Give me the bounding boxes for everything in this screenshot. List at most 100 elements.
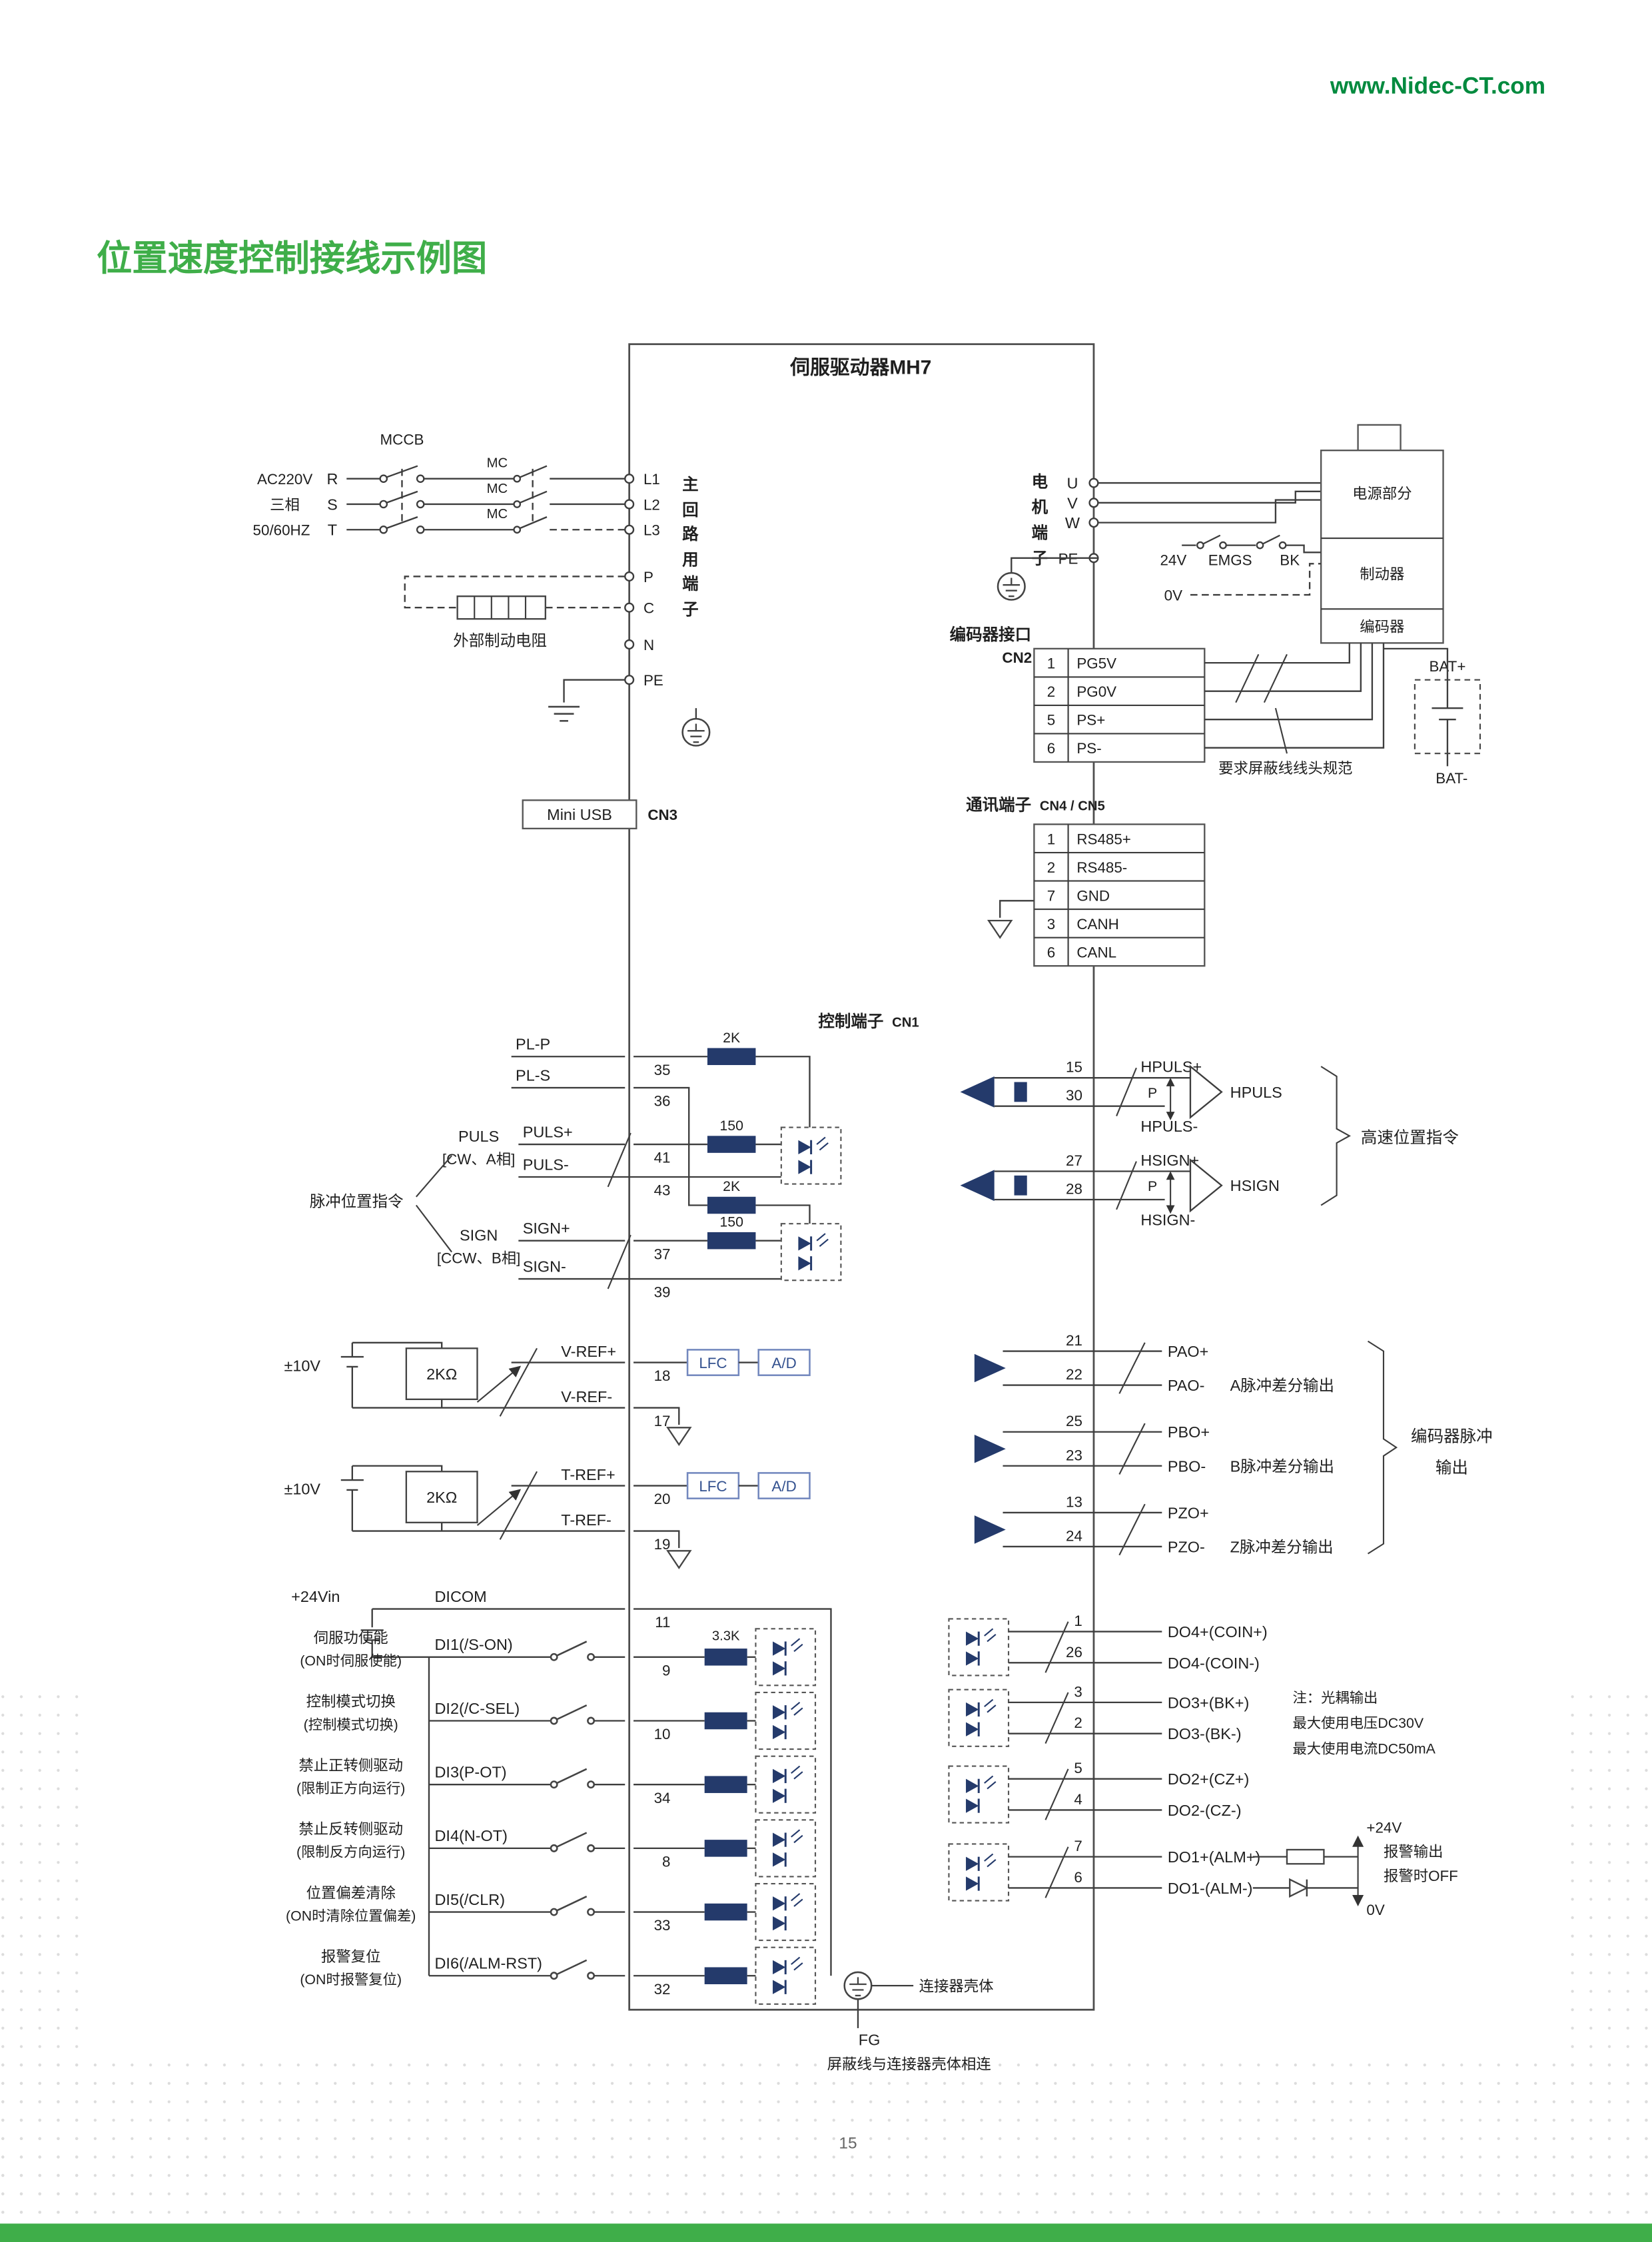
svg-text:23: 23 (1066, 1447, 1082, 1463)
digital-input-section: +24Vin DICOM 11 3.3K 伺服功使能 (ON时伺服使能) DI1… (286, 1588, 832, 2006)
svg-text:DI1(/S-ON): DI1(/S-ON) (435, 1636, 513, 1653)
terminal-l1: L1 (643, 471, 660, 488)
svg-text:端: 端 (682, 575, 699, 593)
braking-resistor-label: 外部制动电阻 (453, 632, 547, 649)
svg-text:PS-: PS- (1076, 740, 1101, 757)
svg-text:机: 机 (1032, 498, 1048, 517)
page-number: 15 (839, 2135, 857, 2153)
di2-switch-icon (550, 1704, 596, 1725)
svg-text:3: 3 (1047, 916, 1055, 933)
di-row-1: 伺服功使能 (ON时伺服使能) DI1(/S-ON) 9 (300, 1627, 817, 1686)
di-row-2: 控制模式切换 (控制模式切换) DI2(/C-SEL) 10 (304, 1691, 817, 1750)
hpuls-minus-label: HPULS- (1140, 1118, 1198, 1135)
svg-text:控制模式切换: 控制模式切换 (306, 1693, 396, 1710)
svg-text:5: 5 (1074, 1760, 1082, 1776)
di3-switch-icon (550, 1768, 596, 1789)
v-ref-plus-pin: 18 (654, 1367, 671, 1384)
svg-text:3: 3 (1074, 1683, 1082, 1700)
svg-text:DO1-(ALM-): DO1-(ALM-) (1168, 1880, 1253, 1897)
motor-v: V (1067, 494, 1078, 512)
r150-top-label: 150 (719, 1118, 743, 1134)
do1-optocoupler-icon (947, 1843, 1010, 1902)
v-ref-minus-pin: 17 (654, 1413, 671, 1429)
r2k-top-label: 2K (723, 1030, 740, 1046)
puls-group-sub: [CW、A相] (442, 1151, 515, 1168)
svg-text:A脉冲差分输出: A脉冲差分输出 (1230, 1377, 1334, 1394)
svg-text:位置偏差清除: 位置偏差清除 (306, 1884, 396, 1901)
svg-text:路: 路 (682, 525, 699, 544)
braking-resistor-symbol (456, 595, 547, 620)
svg-text:9: 9 (662, 1662, 670, 1679)
svg-text:PS+: PS+ (1076, 712, 1105, 729)
t-ref-plus-label: T-REF+ (561, 1466, 615, 1483)
di3-optocoupler-icon (754, 1755, 817, 1814)
svg-text:B脉冲差分输出: B脉冲差分输出 (1230, 1457, 1334, 1475)
hpuls-minus-pin: 30 (1066, 1087, 1082, 1104)
sign-minus-pin: 39 (654, 1284, 671, 1301)
svg-text:DI2(/C-SEL): DI2(/C-SEL) (435, 1700, 520, 1717)
hsign-p-label: P (1148, 1178, 1157, 1194)
v-src-label: ±10V (284, 1357, 320, 1374)
di-supply-label: +24Vin (291, 1588, 340, 1605)
hsign-minus-pin: 28 (1066, 1181, 1082, 1198)
svg-text:DI5(/CLR): DI5(/CLR) (435, 1891, 505, 1908)
svg-text:21: 21 (1066, 1332, 1082, 1349)
analog-input-v-ref: ±10V 2KΩ V-REF+ 18 LFC A/D V-REF- 17 (284, 1341, 811, 1446)
terminal-c: C (643, 600, 654, 617)
svg-text:(ON时伺服使能): (ON时伺服使能) (300, 1653, 402, 1669)
sign-minus-label: SIGN- (523, 1258, 566, 1275)
enc-out-group-label-2: 输出 (1436, 1458, 1468, 1477)
mini-usb-port: Mini USB CN3 (522, 799, 677, 830)
svg-text:DO4+(COIN+): DO4+(COIN+) (1168, 1623, 1268, 1641)
svg-text:PG5V: PG5V (1076, 655, 1116, 672)
fg-label: FG (859, 2031, 881, 2048)
motor-power-section: 电源部分 (1352, 486, 1412, 502)
di1-switch-icon (550, 1641, 596, 1661)
comm-title: 通讯端子 (966, 795, 1031, 814)
svg-text:DO4-(COIN-): DO4-(COIN-) (1168, 1655, 1260, 1672)
do-note-2: 最大使用电压DC30V (1292, 1715, 1424, 1731)
svg-text:禁止反转侧驱动: 禁止反转侧驱动 (298, 1821, 403, 1838)
t-ref-minus-label: T-REF- (561, 1511, 612, 1529)
mains-input-section: MCCB AC220V 三相 50/60HZ R S T MC MC MC L1… (253, 432, 711, 747)
di4-optocoupler-icon (754, 1818, 817, 1878)
svg-text:(ON时清除位置偏差): (ON时清除位置偏差) (286, 1908, 416, 1924)
svg-text:回: 回 (682, 502, 699, 520)
encoder-output-section: 21 PAO+ 22 PAO- A脉冲差分输出 25 PBO+ 23 PBO- … (974, 1332, 1493, 1556)
mccb-label: MCCB (380, 432, 424, 448)
cn1-title: 控制端子 (818, 1012, 883, 1031)
svg-text:1: 1 (1047, 655, 1055, 672)
encoder-battery: BAT+ BAT- (1383, 647, 1481, 787)
puls-minus-label: PULS- (523, 1156, 569, 1173)
svg-text:(限制正方向运行): (限制正方向运行) (296, 1780, 405, 1796)
di-row-3: 禁止正转侧驱动 (限制正方向运行) DI3(P-OT) 34 (296, 1755, 817, 1814)
v-pot-label: 2KΩ (426, 1365, 457, 1383)
mc-label-2: MC (487, 482, 508, 496)
pl-s-label: PL-S (516, 1066, 550, 1084)
high-speed-pulse-section: 15 30 HPULS+ P HPULS HPULS- HSIGN+ 27 28… (960, 1058, 1459, 1228)
brake-0v: 0V (1164, 587, 1182, 604)
svg-text:用: 用 (682, 551, 699, 569)
svg-text:PZO-: PZO- (1168, 1539, 1205, 1556)
svg-text:CANL: CANL (1076, 944, 1116, 960)
brake-bk: BK (1280, 552, 1300, 568)
svg-text:DI4(N-OT): DI4(N-OT) (435, 1827, 508, 1844)
svg-text:33: 33 (654, 1917, 671, 1934)
svg-text:2: 2 (1047, 683, 1055, 700)
svg-text:7: 7 (1047, 887, 1055, 904)
mc-label-1: MC (487, 456, 508, 471)
sign-plus-label: SIGN+ (523, 1220, 570, 1237)
brake-emgs: EMGS (1208, 552, 1252, 568)
di6-optocoupler-icon (754, 1946, 817, 2006)
sign-optocoupler-icon (780, 1222, 842, 1282)
do3-optocoupler-icon (947, 1688, 1010, 1748)
driver-title: 伺服驱动器MH7 (789, 356, 931, 378)
svg-text:PBO-: PBO- (1168, 1457, 1206, 1475)
pulse-input-section: PL-P 35 2K PL-S 36 PULS [CW、A相] PULS+ 41… (310, 1030, 842, 1301)
svg-text:2: 2 (1047, 859, 1055, 876)
v-ref-plus-label: V-REF+ (561, 1343, 616, 1360)
svg-text:(限制反方向运行): (限制反方向运行) (296, 1844, 405, 1860)
